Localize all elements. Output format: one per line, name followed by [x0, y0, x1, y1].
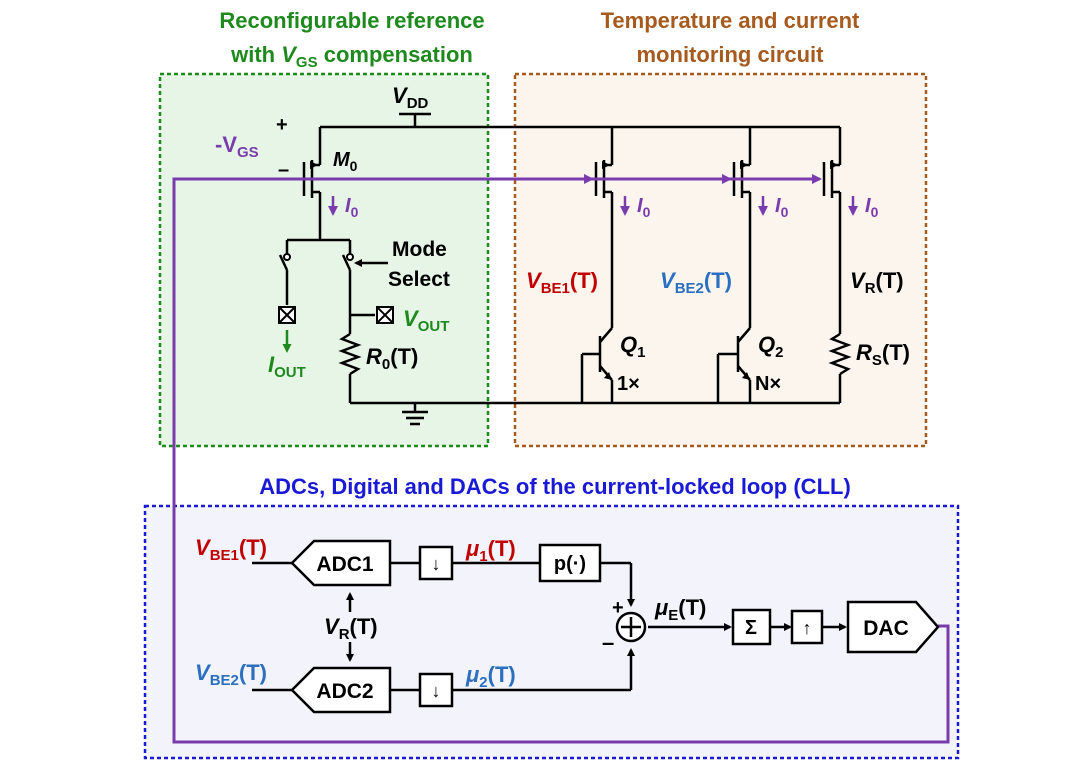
adc1-label: ADC1: [316, 553, 373, 576]
feedback-loop-line: [172, 177, 950, 744]
q1-multiplier: 1×: [617, 373, 640, 395]
adc2-block: [290, 666, 392, 714]
q2-label: Q2: [758, 332, 783, 361]
vbe2-node-label: VBE2(T): [660, 268, 732, 297]
mue-label: μE(T): [654, 595, 706, 624]
decimator1-icon: ↓: [432, 554, 441, 574]
adc1-block: [290, 539, 392, 587]
m2-arrow-icon: [740, 161, 748, 169]
m0-arrow-icon: [310, 161, 318, 169]
monitor-box: [513, 72, 928, 448]
i0-label-m1: I0: [637, 195, 651, 220]
sum-minus-sign: –: [602, 630, 614, 655]
sigma-label: Σ: [745, 617, 757, 639]
rs-label: RS(T): [856, 340, 910, 369]
iout-label: IOUT: [268, 352, 306, 381]
integrator-block: [731, 608, 772, 646]
m3-arrow-icon: [830, 161, 838, 169]
i0-label-m0: I0: [345, 195, 359, 220]
vout-label: VOUT: [403, 306, 449, 335]
vgs-minus-label: –: [278, 159, 289, 181]
interpolator-icon: ↑: [803, 618, 812, 638]
sum-plus-sign: +: [612, 597, 624, 619]
polynomial-block: [538, 543, 602, 583]
polynomial-label: p(·): [554, 553, 586, 575]
mu1-label: μ1(T): [465, 536, 516, 565]
vdd-label: VDD: [392, 83, 429, 112]
vbe1-node-label: VBE1(T): [526, 268, 598, 297]
q2-emitter-arrow-icon: [742, 372, 750, 380]
vgs-plus-label: +: [276, 114, 288, 136]
ref-title-line1: Reconfigurable reference: [219, 8, 484, 33]
vout-pad-icon: [376, 306, 394, 324]
vgs-label: -VGS: [215, 132, 259, 161]
mon-title-line2: monitoring circuit: [637, 42, 825, 67]
decimator2-icon: ↓: [432, 681, 441, 701]
q1-label: Q1: [620, 332, 645, 361]
adc2-label: ADC2: [316, 680, 373, 703]
i0-label-m2: I0: [775, 195, 789, 220]
reference-box: [158, 72, 490, 448]
switch1-node: [283, 253, 291, 261]
cll-title: ADCs, Digital and DACs of the current-lo…: [259, 474, 851, 499]
dac-label: DAC: [863, 617, 909, 640]
mon-title-line1: Temperature and current: [601, 8, 860, 33]
m1-arrow-icon: [602, 161, 610, 169]
cll-wiring: [252, 561, 847, 692]
i0-label-m3: I0: [865, 195, 879, 220]
decimator2-block: [418, 672, 454, 708]
r0-label: R0(T): [366, 344, 418, 373]
vbe1-input-label: VBE1(T): [195, 535, 267, 564]
mode-select-label-1: Mode: [392, 238, 447, 261]
mode-select-label-2: Select: [388, 268, 450, 291]
vbe2-input-label: VBE2(T): [195, 660, 267, 689]
vr-node-label: VR(T): [850, 268, 904, 297]
interpolator-block: [790, 609, 824, 645]
decimator1-block: [418, 545, 454, 581]
mu2-label: μ2(T): [465, 662, 516, 691]
q1-emitter-arrow-icon: [604, 372, 612, 380]
dac-block: [846, 600, 940, 654]
iout-pad-icon: [278, 306, 296, 324]
m0-label: M0: [333, 149, 358, 174]
vr-reference-label: VR(T): [324, 614, 378, 643]
ref-title-line2: with VGS compensation: [230, 42, 473, 71]
q2-multiplier: N×: [755, 373, 781, 395]
switch2-node: [346, 253, 354, 261]
